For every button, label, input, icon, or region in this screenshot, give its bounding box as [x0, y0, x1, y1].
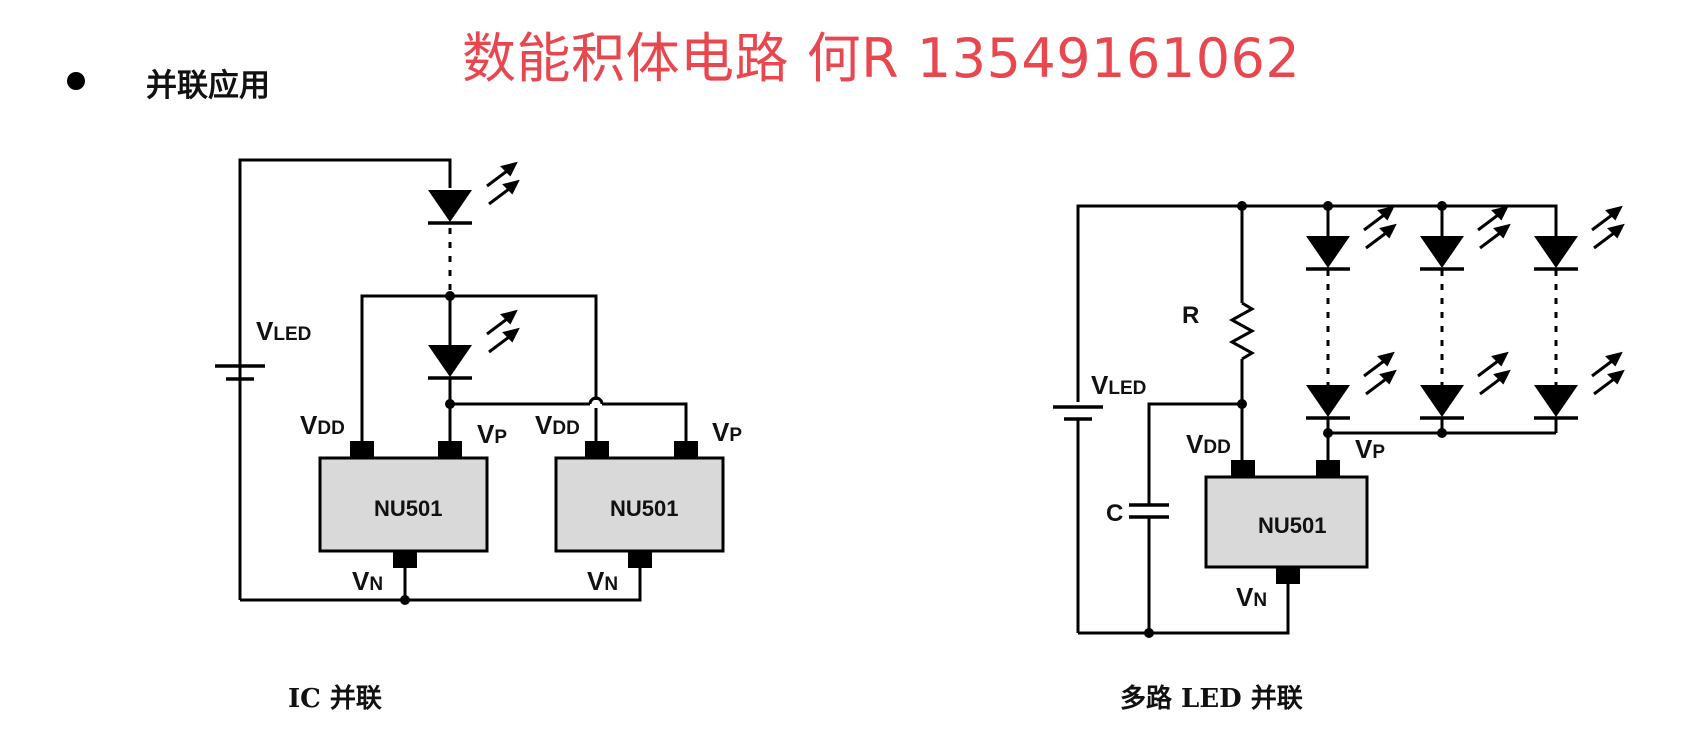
- ic3-vp-label: V: [1355, 434, 1373, 464]
- watermark-text: 数能积体电路 何R 13549161062: [462, 27, 1301, 90]
- svg-text:VDD: VDD: [1186, 429, 1231, 459]
- ic2-vdd-label: V: [535, 410, 553, 440]
- svg-text:VN: VN: [587, 566, 618, 596]
- caption-multi-led-parallel: 多路 LED 并联: [1120, 684, 1303, 714]
- ic2-vn-label: V: [587, 566, 605, 596]
- svg-text:VP: VP: [1355, 434, 1385, 464]
- ic1-vdd-label: V: [300, 410, 318, 440]
- capacitor-label: C: [1106, 500, 1123, 527]
- ic3-vn-label: V: [1236, 582, 1254, 612]
- svg-text:VP: VP: [477, 419, 507, 449]
- svg-text:VP: VP: [712, 417, 742, 447]
- ic1-name: NU501: [374, 496, 442, 521]
- svg-text:VDD: VDD: [300, 410, 345, 440]
- ic1-vn-label: V: [352, 566, 370, 596]
- resistor-label: R: [1182, 302, 1199, 329]
- svg-text:VN: VN: [352, 566, 383, 596]
- svg-text:VDD: VDD: [535, 410, 580, 440]
- ic2-vp-label: V: [712, 417, 730, 447]
- right-vled-label: V: [1091, 370, 1109, 400]
- ic2-body: [554, 456, 725, 553]
- ic3-vdd-label: V: [1186, 429, 1204, 459]
- ic1-vp-label: V: [477, 419, 495, 449]
- ic2-name: NU501: [610, 496, 678, 521]
- left-vled-label: V: [256, 316, 274, 346]
- svg-text:VLED: VLED: [1091, 370, 1146, 400]
- caption-ic-parallel: IC 并联: [288, 684, 382, 714]
- ic3-name: NU501: [1258, 513, 1326, 538]
- bullet-icon: [67, 72, 85, 90]
- section-heading: 并联应用: [146, 68, 270, 104]
- svg-text:VN: VN: [1236, 582, 1267, 612]
- left-circuit: [238, 158, 688, 602]
- svg-text:VLED: VLED: [256, 316, 311, 346]
- ic1-body: [318, 456, 489, 553]
